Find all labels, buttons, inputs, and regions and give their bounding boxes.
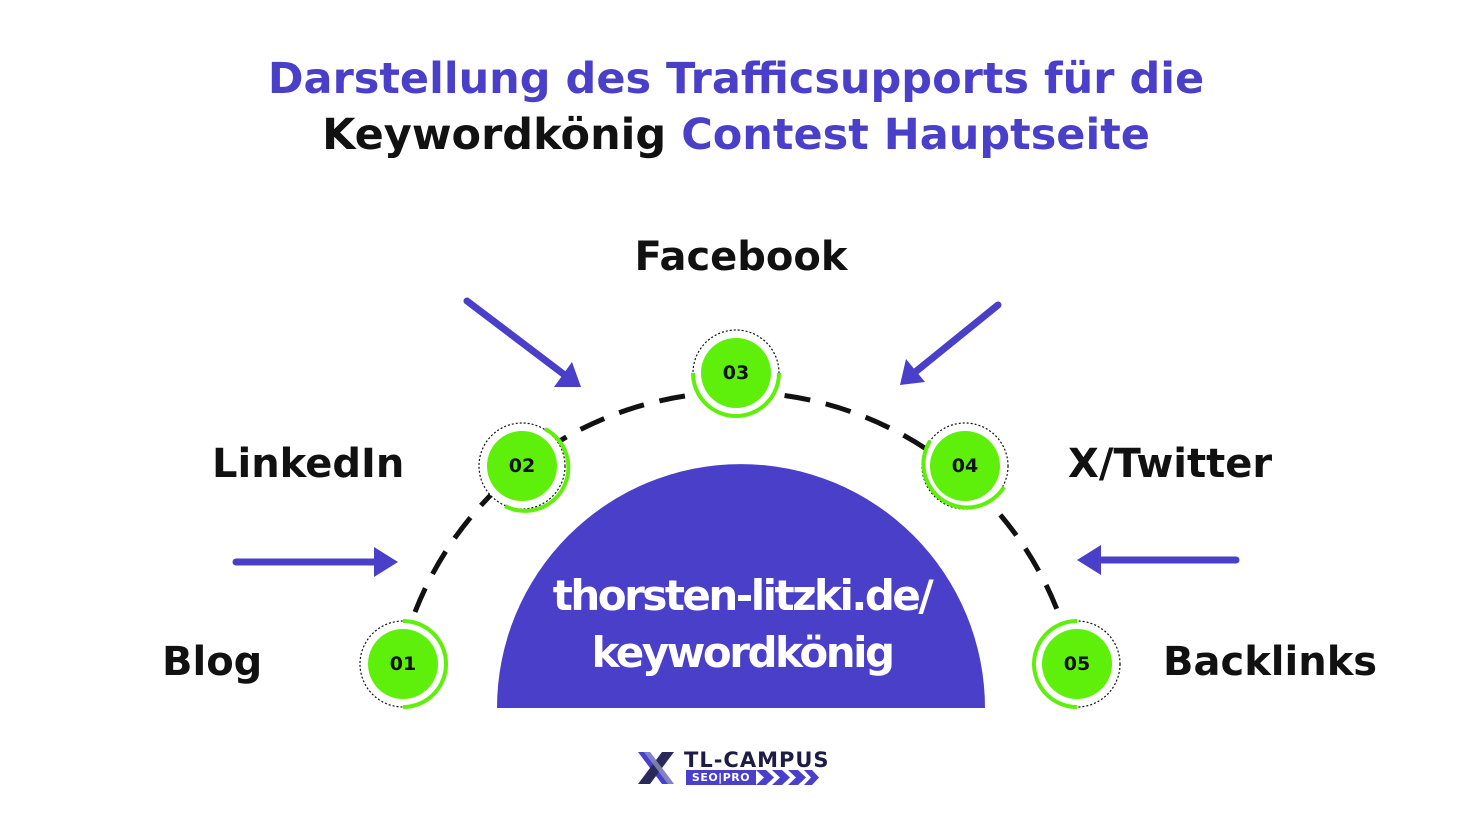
arrow-twitter bbox=[900, 301, 1002, 385]
node-02 bbox=[478, 422, 571, 513]
dashed-arc bbox=[412, 389, 1061, 613]
arrow-linkedin bbox=[463, 297, 581, 387]
node-number-05: 05 bbox=[1063, 653, 1091, 675]
label-twitter: X/Twitter bbox=[1068, 441, 1273, 487]
label-backlinks: Backlinks bbox=[1163, 639, 1378, 685]
node-04 bbox=[921, 422, 1009, 510]
arrow-backlinks bbox=[1077, 545, 1240, 575]
node-05 bbox=[1032, 619, 1121, 709]
label-facebook: Facebook bbox=[634, 234, 848, 280]
title-line-2: Keywordkönig Contest Hauptseite bbox=[0, 108, 1472, 162]
arrow-blog bbox=[232, 547, 398, 577]
node-number-04: 04 bbox=[951, 455, 979, 477]
node-number-03: 03 bbox=[722, 362, 750, 384]
title-accent: Contest Hauptseite bbox=[681, 110, 1150, 160]
node-01 bbox=[359, 619, 448, 709]
tl-campus-logo-icon bbox=[638, 752, 674, 784]
logo-sub-bar bbox=[686, 770, 819, 785]
node-03 bbox=[691, 329, 781, 418]
title-line-1: Darstellung des Trafficsupports für die bbox=[267, 54, 1205, 104]
center-url-line-2: keywordkönig bbox=[591, 628, 895, 677]
logo-name: TL-CAMPUS bbox=[684, 748, 830, 772]
center-url-line-1: thorsten-litzki.de/ bbox=[552, 571, 934, 620]
node-number-01: 01 bbox=[389, 653, 417, 675]
logo-sub: SEO|PRO bbox=[691, 771, 751, 784]
center-semicircle bbox=[497, 464, 985, 708]
label-linkedin: LinkedIn bbox=[212, 441, 405, 487]
node-number-02: 02 bbox=[508, 455, 536, 477]
title-keyword: Keywordkönig bbox=[322, 110, 667, 160]
label-blog: Blog bbox=[162, 639, 263, 685]
